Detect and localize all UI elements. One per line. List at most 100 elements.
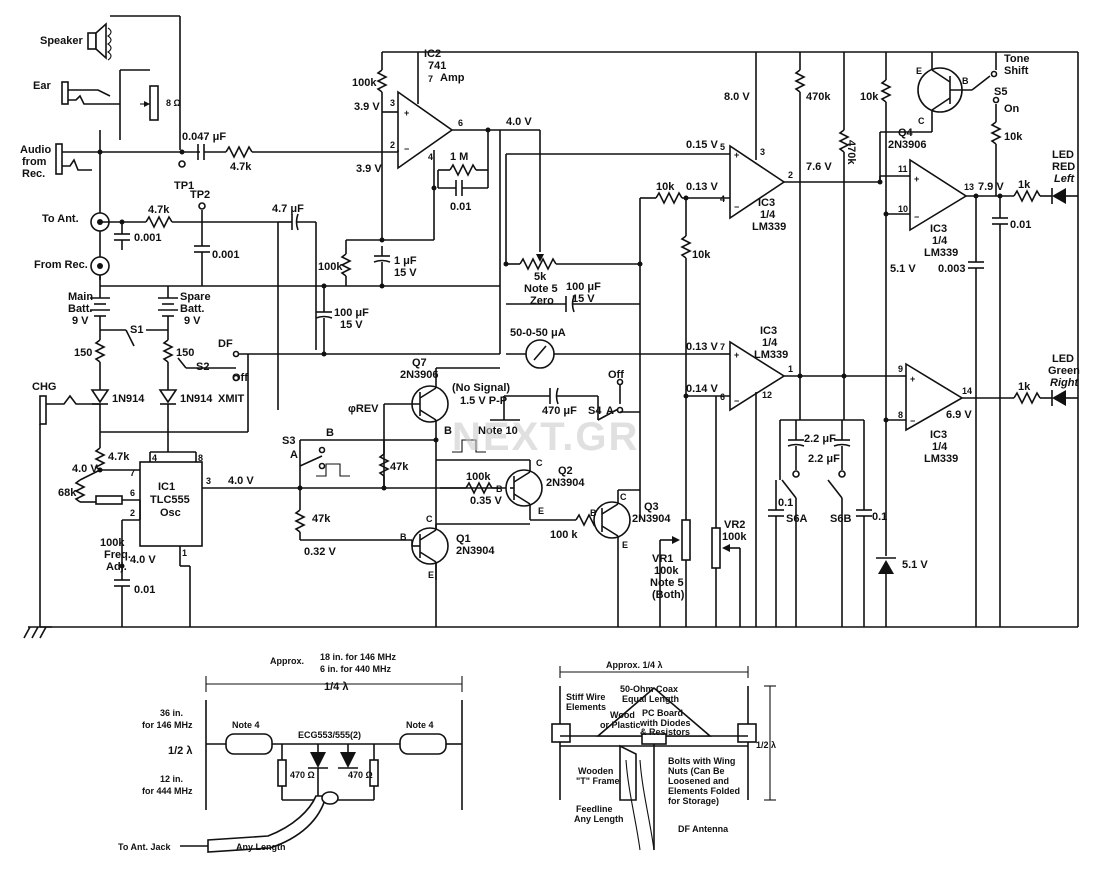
battery-spare xyxy=(100,286,500,433)
v013-b-label: 0.13 V xyxy=(686,341,718,353)
ic1-label: IC1 xyxy=(158,481,175,493)
ic3b-comparator xyxy=(683,340,900,627)
c-0003-label: 0.003 xyxy=(938,263,966,275)
ic3c-pin10: 10 xyxy=(898,204,908,214)
zero-pot xyxy=(503,153,680,520)
r-1k-b-label: 1k xyxy=(1018,381,1031,393)
r-100k-q2-label: 100k xyxy=(466,471,491,483)
ic3b-pin7: 7 xyxy=(720,342,725,352)
v015-label: 0.15 V xyxy=(686,139,718,151)
r-47k-c-label: 4.7k xyxy=(108,451,130,463)
ic3b-pin6: 6 xyxy=(720,392,725,402)
r-47k-e-label: 47k xyxy=(312,513,331,525)
q4-e: E xyxy=(916,66,922,76)
c-001-c-label: 0.01 xyxy=(134,584,155,596)
battery-main xyxy=(90,286,135,432)
v40-a-label: 4.0 V xyxy=(72,463,98,475)
ic1-pin1: 1 xyxy=(182,548,187,558)
q2-type: 2N3904 xyxy=(546,477,585,489)
br-wooden2: "T" Frame xyxy=(576,776,620,786)
v40-c-label: 4.0 V xyxy=(130,554,156,566)
to-ant-label: To Ant. xyxy=(42,213,79,225)
ic3d-quarter: 1/4 xyxy=(932,441,948,453)
cap-100uf-a xyxy=(315,283,333,357)
audio-label-3: Rec. xyxy=(22,168,45,180)
s2-off-label: Off xyxy=(232,372,248,384)
ic3c-pin11: 11 xyxy=(898,164,908,174)
r-470k-b-label: 470k xyxy=(845,140,857,165)
antenna-detail-right xyxy=(551,666,776,851)
ic3d-minus: − xyxy=(910,416,915,426)
r-150-b-label: 150 xyxy=(176,347,194,359)
q3-label: Q3 xyxy=(644,501,659,513)
q2-c: C xyxy=(536,458,543,468)
audio-label-2: from xyxy=(22,156,47,168)
v79-label: 7.9 V xyxy=(978,181,1004,193)
ic3b-pin12: 12 xyxy=(762,390,772,400)
br-wood2: or Plastic xyxy=(600,720,641,730)
vr-pots xyxy=(659,396,741,627)
ic3d-pin14: 14 xyxy=(962,386,972,396)
ic1-type: TLC555 xyxy=(150,494,190,506)
c-1uf-v-label: 15 V xyxy=(394,267,417,279)
q2-transistor xyxy=(436,459,576,521)
r-10k-b-label: 10k xyxy=(692,249,711,261)
tp2-label: TP2 xyxy=(190,189,210,201)
bl-half: 1/2 λ xyxy=(168,745,192,757)
ic2-opamp xyxy=(270,52,541,354)
ic3d-plus: + xyxy=(910,374,915,384)
charge-jack xyxy=(23,394,100,639)
ic3c-minus: − xyxy=(914,212,919,222)
r-470k-a-label: 470k xyxy=(806,91,831,103)
c-100uf-a-v-label: 15 V xyxy=(340,319,363,331)
bl-any-length: Any Length xyxy=(236,842,286,852)
v014-label: 0.14 V xyxy=(686,383,718,395)
v40-top-label: 4.0 V xyxy=(506,116,532,128)
br-stiff1: Stiff Wire xyxy=(566,692,605,702)
r-10k-c-label: 10k xyxy=(860,91,879,103)
v80-label: 8.0 V xyxy=(724,91,750,103)
r-100k-q3-label: 100 k xyxy=(550,529,578,541)
spare-batt-1: Spare xyxy=(180,291,211,303)
bl-ecg: ECG553/555(2) xyxy=(298,730,361,740)
bl-quarter: 1/4 λ xyxy=(324,681,348,693)
ic3a-pin3: 3 xyxy=(760,147,765,157)
v39-a-label: 3.9 V xyxy=(354,101,380,113)
ic3c-label: IC3 xyxy=(930,223,947,235)
ic2-amp: Amp xyxy=(440,72,465,84)
bl-for146: for 146 MHz xyxy=(142,720,193,730)
pot-5k-label: 5k xyxy=(534,271,547,283)
freq-label: Freq. xyxy=(104,549,131,561)
v032-label: 0.32 V xyxy=(304,546,336,558)
tone-label: Tone xyxy=(1004,53,1029,65)
vr2-value: 100k xyxy=(722,531,747,543)
led-red-1: LED xyxy=(1052,149,1074,161)
vr1-note: Note 5 xyxy=(650,577,684,589)
vr1-both: (Both) xyxy=(652,589,685,601)
br-wooden1: Wooden xyxy=(578,766,613,776)
xmit-label: XMIT xyxy=(218,393,245,405)
s1-label: S1 xyxy=(130,324,143,336)
cap-0047 xyxy=(179,144,398,160)
r-47k-a-label: 4.7k xyxy=(230,161,252,173)
br-pc3: & Resistors xyxy=(640,727,690,737)
br-pc1: PC Board xyxy=(642,708,683,718)
r-100k-mid-label: 100k xyxy=(318,261,343,273)
ic3c-pin13: 13 xyxy=(964,182,974,192)
ic3a-comparator xyxy=(640,52,880,627)
s3-switch xyxy=(294,437,486,541)
ic3d-label: IC3 xyxy=(930,429,947,441)
ic3b-quarter: 1/4 xyxy=(762,337,778,349)
ic3b-pin1: 1 xyxy=(788,364,793,374)
led-right: Right xyxy=(1050,377,1079,389)
c-01-a-label: 0.1 xyxy=(778,497,793,509)
ic2-pin2: 2 xyxy=(390,140,395,150)
q1-transistor xyxy=(411,523,530,580)
ic1-pin6: 6 xyxy=(130,488,135,498)
r-10k-d-label: 10k xyxy=(1004,131,1023,143)
c-001-b-label: 0.001 xyxy=(212,249,240,261)
v76-label: 7.6 V xyxy=(806,161,832,173)
q4-b: B xyxy=(962,76,969,86)
bl-note4b: Note 4 xyxy=(406,720,434,730)
